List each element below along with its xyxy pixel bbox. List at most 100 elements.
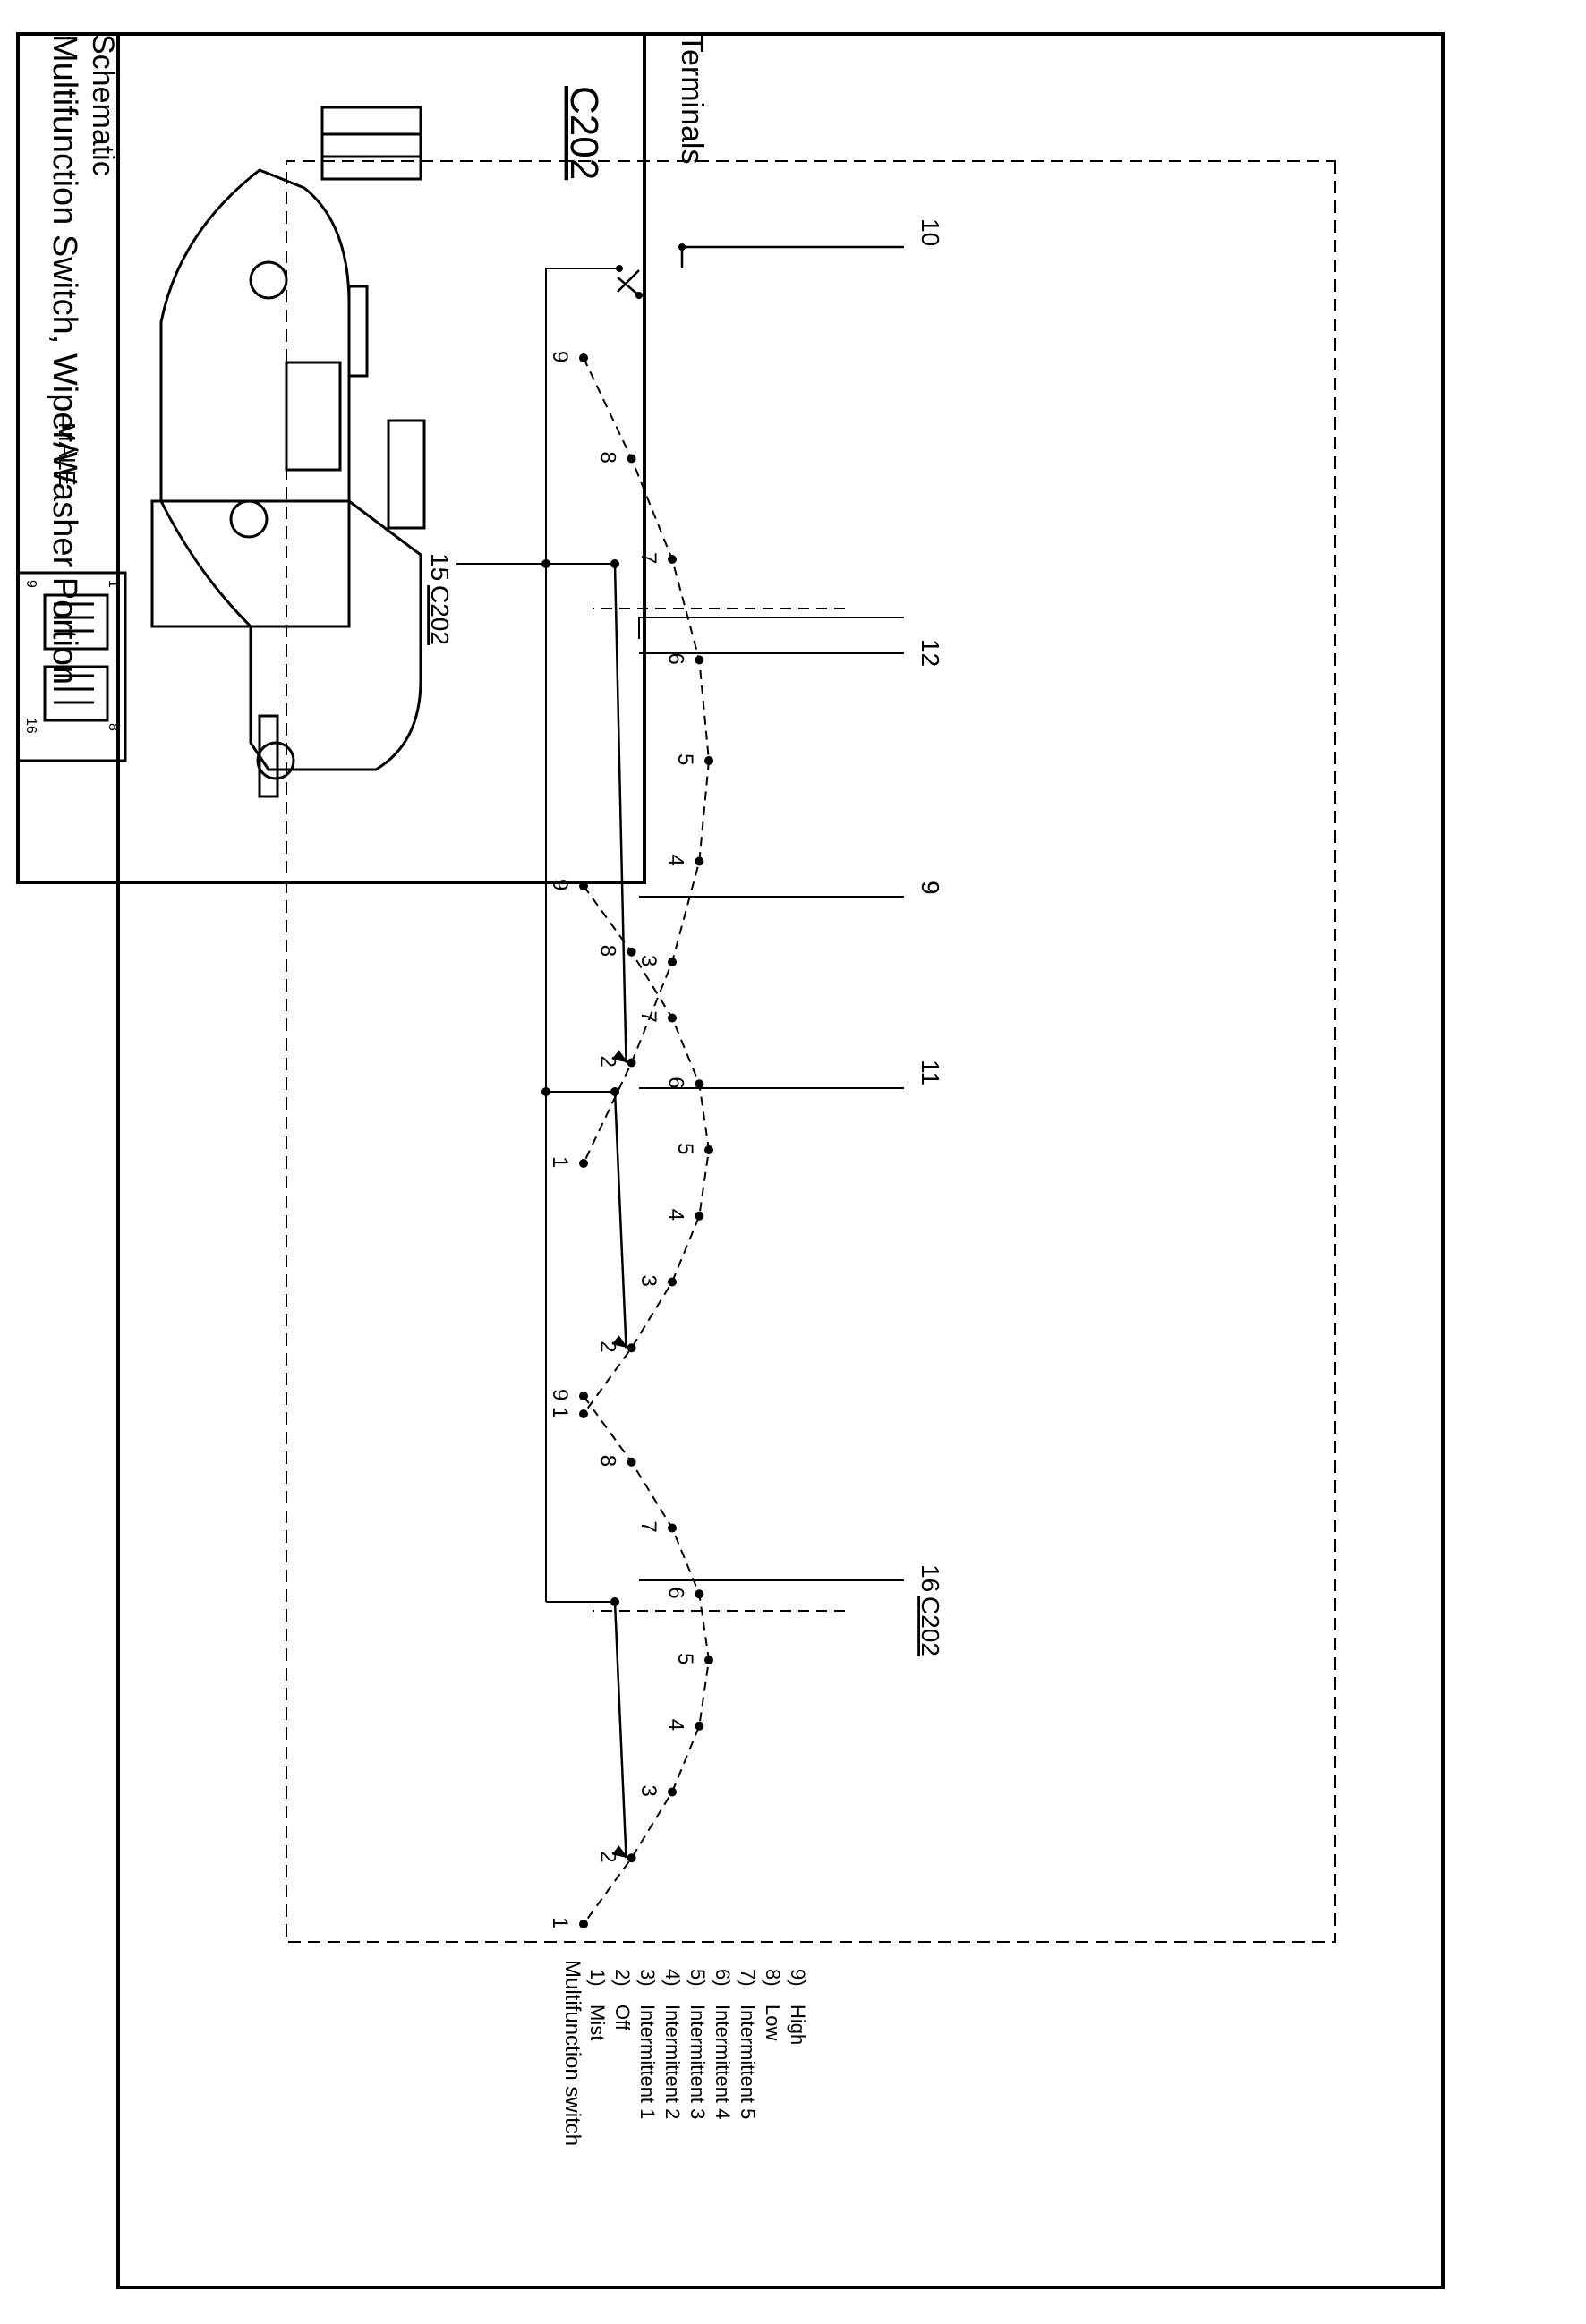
connector-bay-left [43,593,109,651]
position-contact [704,1656,713,1664]
legend-item-label: Intermittent 1 [636,2005,659,2119]
legend-item-number: 2) [611,1969,634,1987]
bracket-frame [285,361,342,472]
rotated-content: Multifunction Switch, Wiper/Washer Porti… [46,32,1445,2289]
connector-bay-right [43,665,109,722]
position-contact [627,454,636,464]
position-number: 1 [548,1917,572,1928]
terminal-view-rotated: C202 MALE [16,86,606,798]
legend-item-number: 7) [737,1969,759,1987]
legend-item-number: 6) [712,1969,734,1987]
pin-10-label: 10 [917,218,944,246]
connector-c202-bottom: C202 [917,1596,944,1656]
position-number: 7 [636,1521,661,1533]
clip-1 [347,285,369,378]
face-num-16: 16 [23,718,38,734]
position-contact [695,1079,704,1089]
position-number: 7 [636,1011,661,1023]
pin-15-label: 15 [426,553,454,581]
mount-hole-3 [256,741,295,780]
washer-common-node [616,265,623,272]
position-number: 8 [596,452,620,464]
legend-item-label: Mist [586,2005,609,2040]
terminal-connector-label: C202 [562,86,606,180]
legend-item-number: 9) [787,1969,809,1987]
washer-contact [617,269,640,293]
position-contact [704,756,713,765]
mount-hole-2 [229,499,269,539]
legend-item-label: Intermittent 3 [686,2005,709,2119]
connector-housing [16,571,127,762]
legend-item-label: Low [762,2005,784,2040]
legend-item-label: Off [611,2005,634,2031]
legend-title: Multifunction switch [560,1960,584,2146]
legend-item-label: Intermittent 2 [661,2005,684,2119]
switch-body-illustration [16,106,426,798]
face-num-8: 8 [106,723,121,731]
terminal-gender-label: MALE [54,422,81,486]
position-contact [627,1853,636,1863]
pin-11-label: 11 [917,1060,944,1085]
position-contact [579,1920,588,1928]
position-contact [695,655,704,665]
position-contact [627,1343,636,1353]
common-bus [456,559,619,1606]
legend-item-number: 5) [686,1969,709,1987]
position-number: 9 [548,1389,572,1400]
wiper-arm [613,1601,627,1859]
legend-item-label: Intermittent 5 [737,2005,759,2119]
position-number: 4 [663,1719,687,1731]
legend-item-number: 3) [636,1969,659,1987]
face-num-1: 1 [106,580,121,588]
terminal-view: C202 MALE [16,32,646,884]
washer-blade [617,277,640,296]
side-latch [387,419,426,530]
position-number: 8 [596,945,620,957]
position-number: 6 [663,1587,687,1598]
pin-16-label: 16 [917,1564,944,1592]
position-contact [627,947,636,957]
position-contact [627,1058,636,1068]
position-contact [695,856,704,866]
position-contact [579,353,588,362]
wiper-arm [613,1091,627,1349]
position-contact [667,1787,677,1797]
wiper-arrow [611,1050,628,1063]
position-number: 4 [663,855,687,866]
position-contact [704,1145,713,1154]
position-number: 6 [663,1077,687,1088]
position-contact [667,1013,677,1023]
legend-item-number: 8) [762,1969,784,1987]
terminal-view-frame [16,32,646,884]
position-number: 3 [636,955,661,966]
legend: Multifunction switch 1)Mist2)Off3)Interm… [560,1960,809,2146]
schematic-heading: Schematic [86,34,120,176]
position-number: 5 [673,1143,697,1154]
position-number: 3 [636,1275,661,1287]
position-contact [695,1721,704,1731]
position-number: 7 [636,552,661,564]
connector-c202-top: C202 [426,585,454,645]
position-number: 5 [673,753,697,765]
washer-switch [545,243,904,1602]
common-bus-upper [545,268,619,1602]
pin-12-label: 12 [917,639,944,667]
position-number: 9 [548,351,572,362]
position-contact [627,1457,636,1467]
schematic-frame [116,32,1445,2289]
body-panel [150,499,351,628]
pin-9-label: 9 [917,881,944,895]
page-title: Multifunction Switch, Wiper/Washer Porti… [46,34,83,685]
position-contact [579,1159,588,1168]
legend-item-number: 4) [661,1969,684,1987]
terminals-heading: Terminals [675,34,709,164]
position-contact [579,1409,588,1418]
wiper-arrow [611,1335,628,1349]
switch-arc-1 [583,357,711,1164]
position-number: 6 [663,653,687,665]
legend-item-label: Intermittent 4 [712,2005,734,2119]
output-wire [638,617,904,639]
